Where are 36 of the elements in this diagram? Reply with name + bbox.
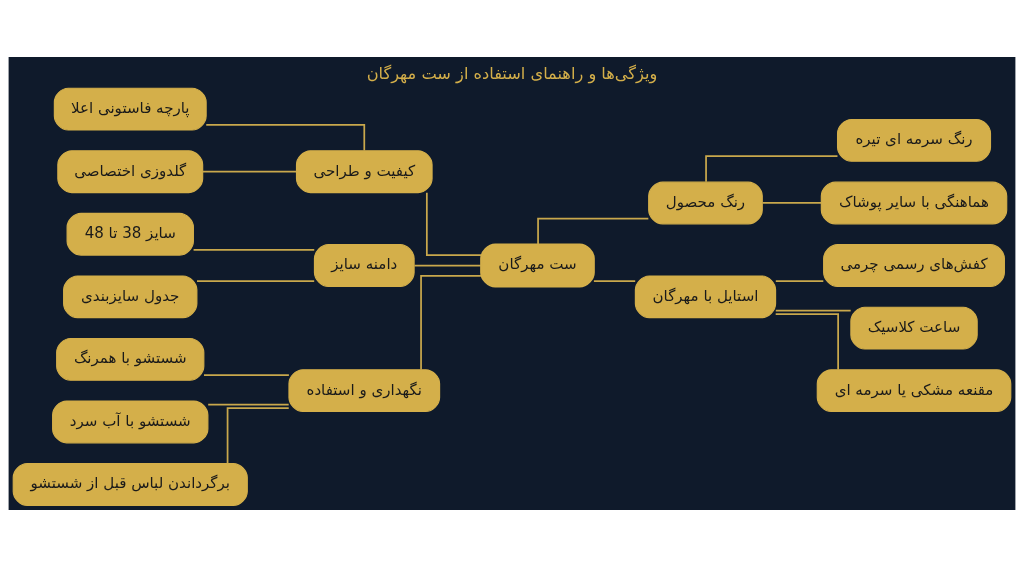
node-box: برگرداندن لباس قبل از شستشو xyxy=(12,462,248,506)
node-box: رنگ محصول xyxy=(648,181,763,224)
node-box: پارچه فاستونی اعلا xyxy=(53,87,207,131)
connector xyxy=(226,406,290,464)
connector xyxy=(774,312,839,371)
node-box: مقنعه مشکی یا سرمه ای xyxy=(816,368,1012,412)
connector xyxy=(205,123,366,151)
connector xyxy=(413,264,482,266)
node-box: ست مهرگان xyxy=(480,243,595,288)
connector xyxy=(774,279,825,282)
connector xyxy=(593,279,637,282)
connector xyxy=(192,248,316,251)
node-box: ساعت کلاسیک xyxy=(850,306,978,350)
connector xyxy=(420,274,482,370)
connector xyxy=(774,309,852,312)
connector xyxy=(203,373,290,376)
connector xyxy=(537,217,650,245)
node-box: گلدوزی اختصاصی xyxy=(57,149,204,193)
node-box: سایز 38 تا 48 xyxy=(66,212,194,256)
node-box: نگهداری و استفاده xyxy=(288,368,441,412)
connector xyxy=(196,279,316,282)
node-box: دامنه سایز xyxy=(313,243,415,287)
node-box: شستشو با همرنگ xyxy=(56,337,205,381)
node-box: کیفیت و طراحی xyxy=(295,149,433,193)
node-box: شستشو با آب سرد xyxy=(52,400,209,443)
node-box: استایل با مهرگان xyxy=(634,274,777,318)
connector xyxy=(207,403,290,405)
node-box: رنگ سرمه ای تیره xyxy=(836,118,992,162)
connector xyxy=(761,201,822,204)
node-box: جدول سایزبندی xyxy=(63,274,198,318)
node-box: کفش‌های رسمی چرمی xyxy=(823,243,1005,287)
diagram-title: ویژگی‌ها و راهنمای استفاده از ست مهرگان xyxy=(366,63,658,83)
connector xyxy=(426,191,483,256)
connector xyxy=(705,154,839,183)
node-box: هماهنگی با سایر پوشاک xyxy=(820,181,1008,224)
connector xyxy=(201,170,298,173)
